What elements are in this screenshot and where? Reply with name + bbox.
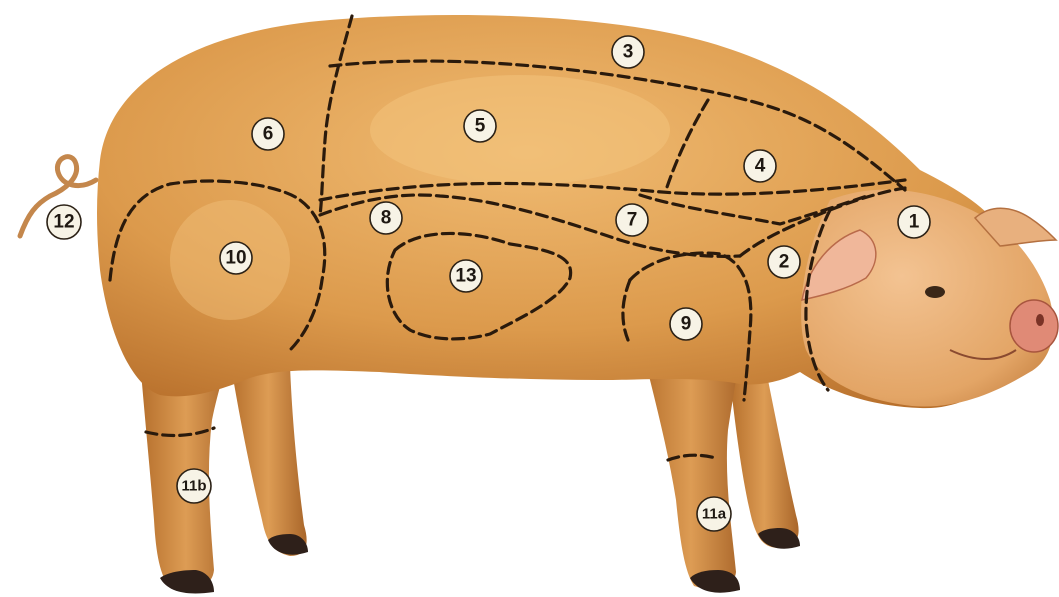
svg-text:9: 9	[681, 314, 692, 335]
svg-text:11b: 11b	[181, 478, 206, 495]
nostril	[1036, 314, 1044, 326]
label-1: 1	[898, 206, 930, 238]
svg-text:10: 10	[225, 248, 246, 269]
svg-text:4: 4	[755, 156, 766, 177]
svg-text:7: 7	[627, 210, 638, 231]
svg-text:11a: 11a	[702, 506, 727, 523]
label-5: 5	[464, 110, 496, 142]
svg-text:8: 8	[381, 208, 392, 229]
label-3: 3	[612, 36, 644, 68]
label-8: 8	[370, 202, 402, 234]
snout	[1010, 300, 1058, 352]
front-far-leg	[730, 380, 799, 548]
label-9: 9	[670, 308, 702, 340]
rear-far-leg	[230, 360, 307, 556]
svg-text:3: 3	[623, 42, 634, 63]
body-highlight	[370, 75, 670, 185]
svg-text:1: 1	[909, 212, 920, 233]
label-10: 10	[220, 242, 252, 274]
svg-text:12: 12	[53, 212, 74, 233]
label-6: 6	[252, 118, 284, 150]
svg-text:6: 6	[263, 124, 274, 145]
label-11a: 11a	[697, 497, 731, 531]
svg-text:2: 2	[779, 252, 790, 273]
svg-text:5: 5	[475, 116, 486, 137]
label-11b: 11b	[177, 469, 211, 503]
label-12: 12	[47, 205, 81, 239]
label-2: 2	[768, 246, 800, 278]
eye	[925, 286, 945, 298]
svg-text:13: 13	[455, 266, 476, 287]
label-13: 13	[450, 260, 482, 292]
label-7: 7	[616, 204, 648, 236]
label-4: 4	[744, 150, 776, 182]
